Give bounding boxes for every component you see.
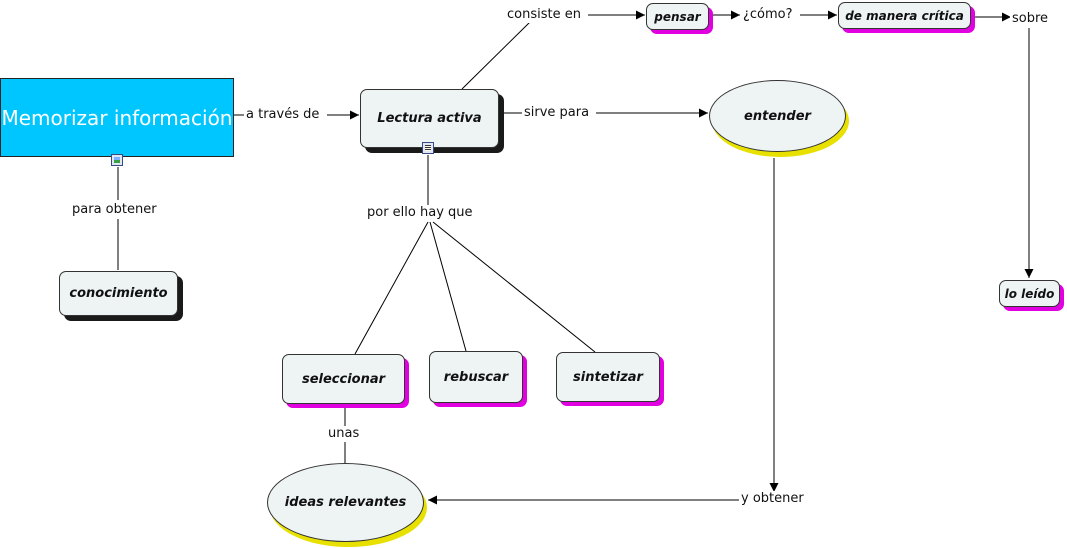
link-sirve-para: sirve para: [522, 105, 592, 121]
line-porello-sintetizar: [432, 221, 596, 353]
link-a-traves-de: a través de: [244, 107, 322, 123]
node-lectura-activa[interactable]: Lectura activa: [360, 89, 499, 148]
node-entender[interactable]: entender: [709, 80, 846, 152]
link-unas: unas: [326, 426, 362, 442]
link-como: ¿cómo?: [741, 7, 795, 23]
line-lectura-consiste: [461, 21, 531, 90]
node-lo-leido[interactable]: lo leído: [999, 280, 1060, 307]
link-y-obtener: y obtener: [739, 491, 806, 507]
node-sintetizar[interactable]: sintetizar: [556, 352, 660, 402]
node-seleccionar[interactable]: seleccionar: [282, 354, 405, 404]
node-de-manera-critica[interactable]: de manera crítica: [838, 2, 971, 29]
node-conocimiento[interactable]: conocimiento: [59, 271, 178, 316]
line-porello-seleccionar: [354, 221, 429, 355]
document-icon[interactable]: [422, 142, 434, 154]
node-rebuscar[interactable]: rebuscar: [429, 351, 523, 403]
node-pensar[interactable]: pensar: [646, 3, 709, 30]
link-sobre: sobre: [1010, 11, 1051, 27]
link-por-ello-hay-que: por ello hay que: [365, 205, 475, 221]
node-ideas-relevantes[interactable]: ideas relevantes: [267, 463, 424, 542]
link-consiste-en: consiste en: [505, 7, 583, 23]
image-icon[interactable]: [111, 154, 123, 166]
line-porello-rebuscar: [429, 221, 467, 352]
link-para-obtener: para obtener: [70, 202, 159, 218]
node-memorizar-informacion[interactable]: Memorizar información: [0, 78, 234, 157]
